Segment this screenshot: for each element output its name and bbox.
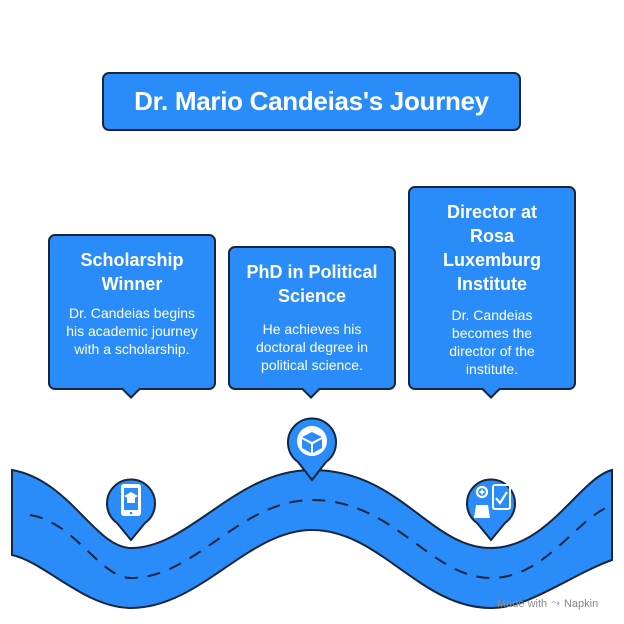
director-checklist-icon: [474, 484, 511, 518]
phone-graduation-cap-icon: [121, 484, 141, 516]
title-banner: Dr. Mario Candeias's Journey: [102, 72, 521, 131]
milestone-description: He achieves his doctoral degree in polit…: [255, 321, 369, 373]
milestone-title: Director at Rosa Luxemburg Institute: [442, 202, 541, 294]
made-with-credit: Made with ⤳ Napkin: [497, 597, 598, 610]
milestone-title: PhD in Political Science: [246, 262, 378, 306]
milestone-title: Scholarship Winner: [80, 250, 184, 294]
road-center-line: [29, 498, 611, 580]
milestone-pin-2: [287, 417, 337, 482]
road-shape: [11, 468, 613, 610]
milestone-card-1: Scholarship Winner Dr. Candeias begins h…: [48, 234, 216, 390]
milestone-description: Dr. Candeias becomes the director of the…: [449, 307, 535, 377]
milestone-pin-3: [466, 478, 516, 542]
page-title: Dr. Mario Candeias's Journey: [134, 86, 489, 116]
milestone-card-3: Director at Rosa Luxemburg Institute Dr.…: [408, 186, 576, 390]
milestone-pin-1: [106, 478, 156, 542]
credit-brand: Napkin: [563, 597, 599, 610]
milestone-card-2: PhD in Political Science He achieves his…: [228, 246, 396, 390]
napkin-logo-icon: ⤳: [551, 597, 560, 609]
credit-text: Made with: [497, 597, 548, 610]
book-icon: [297, 426, 327, 456]
milestone-description: Dr. Candeias begins his academic journey…: [66, 305, 198, 357]
